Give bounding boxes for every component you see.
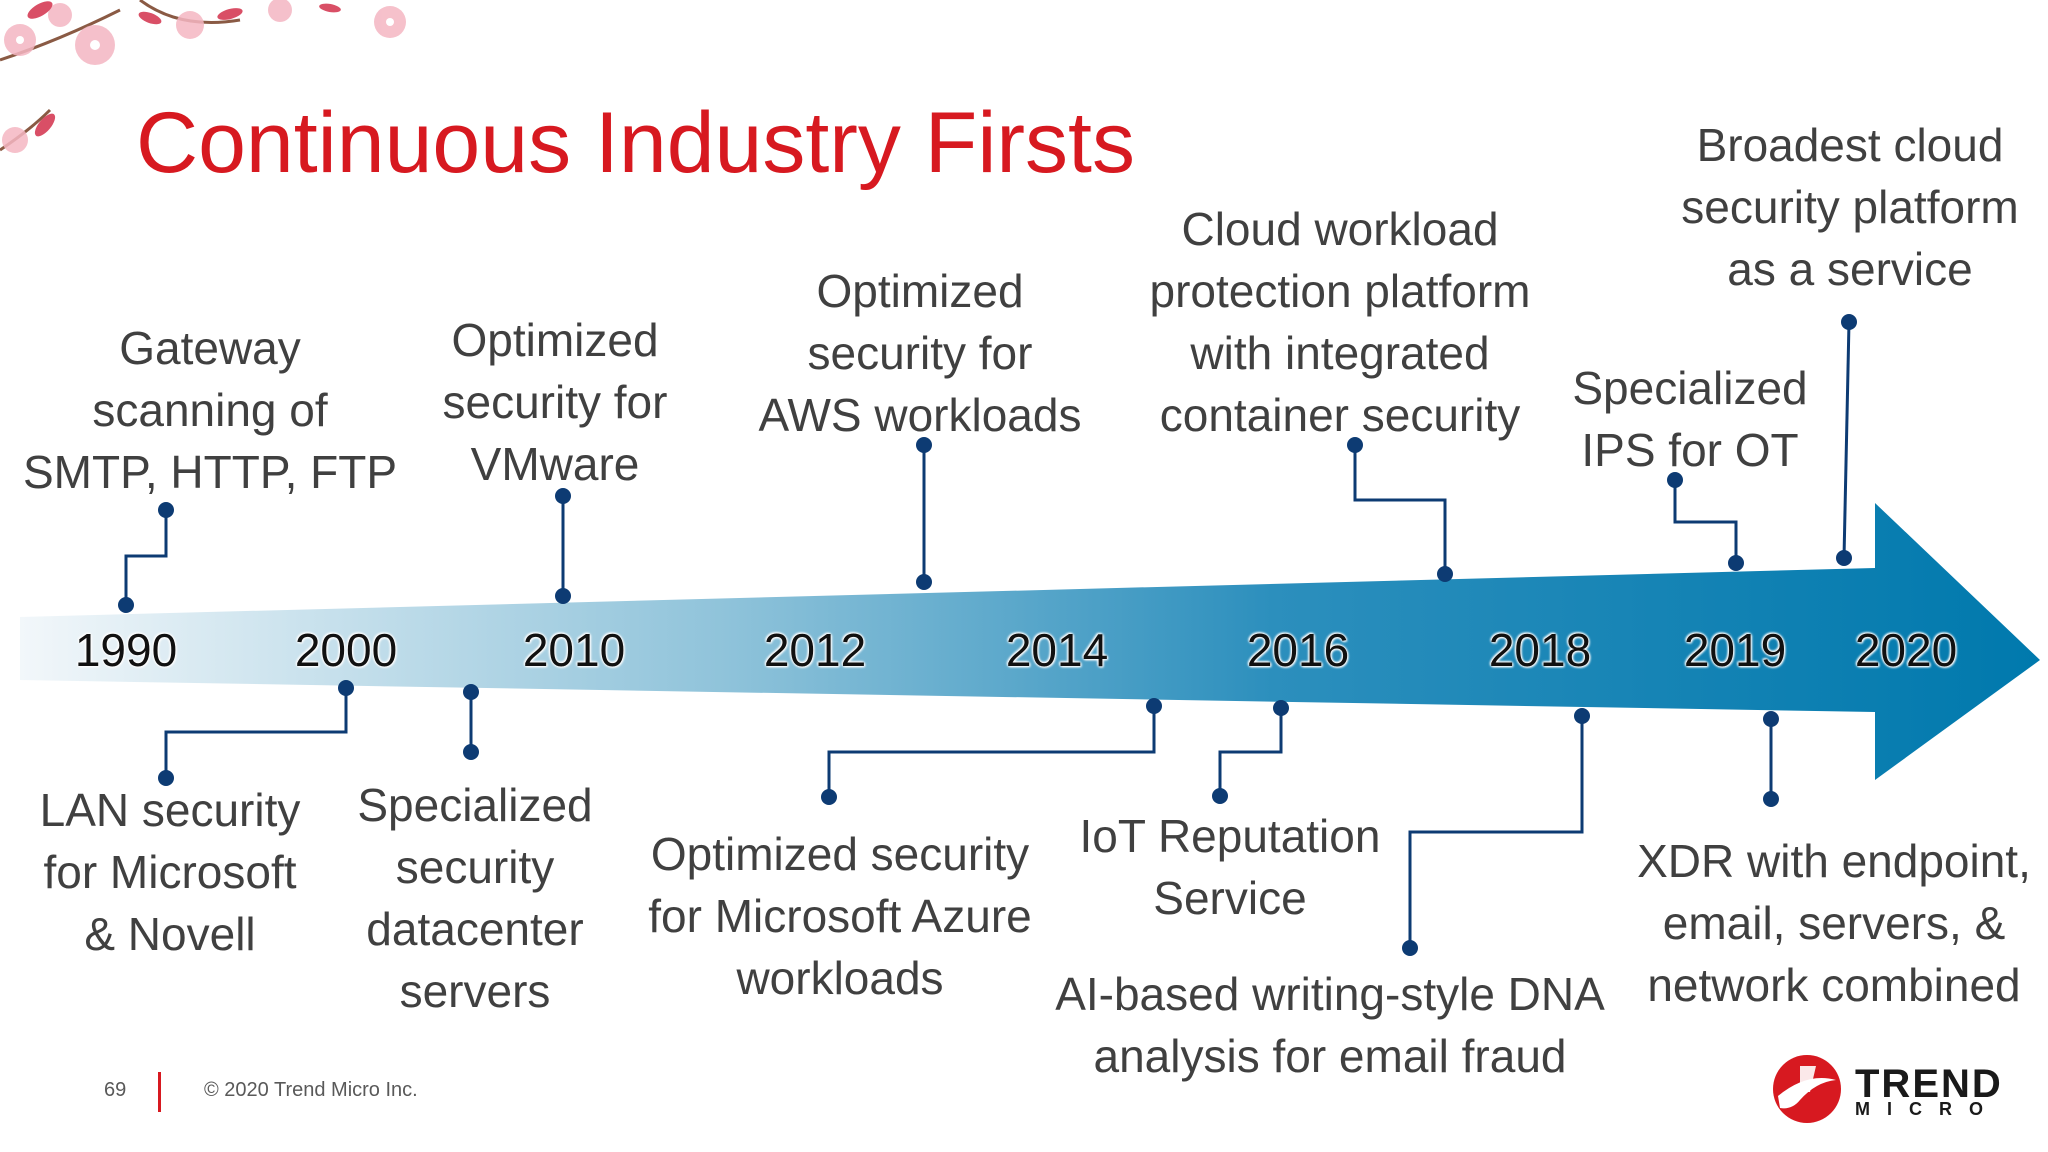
milestone-label: Gateway scanning of SMTP, HTTP, FTP [22,322,398,498]
milestone-label: Specialized security datacenter servers [357,779,593,1017]
page-number: 69 [104,1079,127,1101]
logo-subtitle: MICRO [1855,1099,2000,1119]
year-label: 2020 [1854,624,1958,676]
connector-dot [1437,566,1453,582]
connector-dot [463,684,479,700]
connector-line [827,706,1156,797]
connector-dot [1763,791,1779,807]
connector-dot [1841,314,1857,330]
year-label: 2012 [763,624,867,676]
connector-dot [916,574,932,590]
connector-line [1673,480,1738,563]
year-label: 2010 [522,624,626,676]
connector-dot [916,437,932,453]
page-title: Continuous Industry Firsts [136,95,1135,191]
connector-dot [1347,437,1363,453]
milestone-label: IoT Reputation Service [1079,810,1381,924]
milestone-label: Optimized security for AWS workloads [758,265,1082,441]
connector-dot [555,588,571,604]
connector-dot [1728,555,1744,571]
connector-dot [1836,550,1852,566]
milestone-label: XDR with endpoint, email, servers, & net… [1637,835,2031,1011]
connector-line [1218,708,1283,796]
milestone-label: Broadest cloud security platform as a se… [1681,119,2019,295]
connector-dot [158,502,174,518]
connector-line [1842,321,1851,559]
connector-dot [1402,940,1418,956]
connector-line [164,688,348,778]
connector-dot [463,744,479,760]
connector-dot [821,789,837,805]
year-label: 2016 [1246,624,1350,676]
connector-dot [1667,472,1683,488]
connector-line [1353,445,1447,574]
year-label: 2018 [1488,624,1592,676]
milestone-label: LAN security for Microsoft & Novell [39,784,301,960]
footer-divider [158,1072,161,1112]
year-label: 1990 [74,624,178,676]
connector-dot [1574,708,1590,724]
connector-line [124,510,168,605]
milestone-connectors [118,314,1857,956]
connector-dot [158,770,174,786]
milestone-label: Specialized IPS for OT [1572,362,1808,476]
connector-dot [1212,788,1228,804]
connector-dot [1763,711,1779,727]
year-label: 2019 [1683,624,1787,676]
connector-dot [555,488,571,504]
connector-dot [1146,698,1162,714]
connector-dot [338,680,354,696]
year-label: 2014 [1005,624,1109,676]
connector-dot [1273,700,1289,716]
milestone-label: Optimized security for VMware [442,314,668,490]
connector-dot [118,597,134,613]
year-label: 2000 [294,624,398,676]
connector-line [1408,716,1584,948]
trend-micro-logo-icon [1773,1055,1841,1123]
logo-wordmark: TREND [1855,1062,2003,1106]
milestone-label: AI-based writing-style DNA analysis for … [1055,968,1605,1082]
cherry-blossom-decoration [0,0,406,153]
copyright-text: © 2020 Trend Micro Inc. [204,1079,418,1101]
milestone-label: Optimized security for Microsoft Azure w… [648,828,1032,1004]
timeline-arrow-body [20,503,2040,780]
milestone-label: Cloud workload protection platform with … [1149,203,1531,441]
